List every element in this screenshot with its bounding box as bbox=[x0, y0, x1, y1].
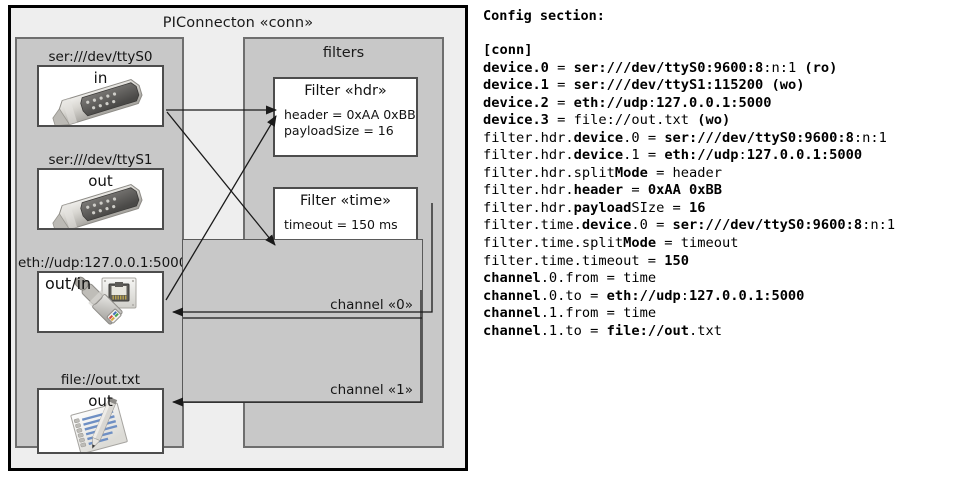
channel-box-0[interactable]: channel «0» bbox=[182, 239, 423, 318]
filter-hdr-prop-header: header = 0xAA 0xBB bbox=[284, 107, 416, 122]
device-ttyS1-direction: out bbox=[88, 172, 113, 190]
config-line: channel.0.to = eth://udp:127.0.0.1:5000 bbox=[483, 287, 805, 304]
config-line: filter.hdr.splitMode = header bbox=[483, 164, 722, 181]
config-line: filter.time.device.0 = ser:///dev/ttyS0:… bbox=[483, 217, 896, 234]
device-file-out-direction: out bbox=[88, 392, 113, 410]
filters-group: filters Filter «hdr» header = 0xAA 0xBB … bbox=[182, 37, 444, 448]
filter-time-properties: timeout = 150 ms bbox=[284, 217, 398, 233]
device-eth-udp[interactable]: eth://udp:127.0.0.1:5000 out/in bbox=[18, 255, 187, 333]
page-title: PIConnecton «conn» bbox=[162, 15, 314, 31]
config-line: filter.time.splitMode = timeout bbox=[483, 235, 739, 252]
connection-diagram: PIConnecton «conn» ser:///dev/ttyS0 in bbox=[0, 0, 474, 484]
device-ttyS0-label: ser:///dev/ttyS0 bbox=[48, 49, 153, 65]
channel-0-label: channel «0» bbox=[330, 297, 413, 313]
serial-db9-connector-icon bbox=[39, 170, 162, 228]
config-line: filter.hdr.payloadSIze = 16 bbox=[483, 199, 706, 216]
filter-hdr-prop-payloadsize: payloadSize = 16 bbox=[284, 123, 394, 138]
device-ttyS0[interactable]: ser:///dev/ttyS0 in bbox=[37, 49, 164, 127]
config-heading: Config section: bbox=[483, 8, 605, 24]
device-file-out-label: file://out.txt bbox=[60, 372, 141, 388]
filter-hdr-properties: header = 0xAA 0xBB payloadSize = 16 bbox=[284, 107, 416, 139]
device-ttyS1[interactable]: ser:///dev/ttyS1 out bbox=[37, 152, 164, 230]
device-eth-udp-label: eth://udp:127.0.0.1:5000 bbox=[18, 255, 188, 271]
filter-time-prop-timeout: timeout = 150 ms bbox=[284, 217, 398, 232]
text-file-pencil-icon bbox=[39, 390, 162, 452]
config-line: [conn] bbox=[483, 42, 533, 58]
config-section: Config section: [conn]device.0 = ser:///… bbox=[481, 0, 964, 484]
config-line: channel.1.to = file://out.txt bbox=[483, 322, 722, 339]
device-file-out[interactable]: file://out.txt out bbox=[37, 372, 164, 454]
config-line: device.3 = file://out.txt (wo) bbox=[483, 112, 731, 129]
config-line: device.2 = eth://udp:127.0.0.1:5000 bbox=[483, 94, 772, 111]
filter-card-hdr[interactable]: Filter «hdr» header = 0xAA 0xBB payloadS… bbox=[273, 77, 418, 157]
device-ttyS0-box[interactable]: in bbox=[37, 65, 164, 127]
device-file-out-box[interactable]: out bbox=[37, 388, 164, 454]
device-eth-udp-box[interactable]: out/in bbox=[37, 271, 164, 333]
filters-group-title: filters bbox=[322, 45, 365, 61]
devices-group: ser:///dev/ttyS0 in bbox=[15, 37, 187, 454]
device-ttyS1-box[interactable]: out bbox=[37, 168, 164, 230]
channel-box-1[interactable]: channel «1» bbox=[182, 318, 423, 403]
config-line: channel.1.from = time bbox=[483, 305, 657, 322]
config-text-block: [conn]device.0 = ser:///dev/ttyS0:9600:8… bbox=[483, 42, 895, 340]
config-line: channel.0.from = time bbox=[483, 270, 657, 287]
config-line: device.0 = ser:///dev/ttyS0:9600:8:n:1 (… bbox=[483, 59, 838, 76]
filter-hdr-title: Filter «hdr» bbox=[304, 83, 387, 99]
device-eth-udp-direction: out/in bbox=[45, 274, 92, 293]
config-line: filter.hdr.device.0 = ser:///dev/ttyS0:9… bbox=[483, 129, 887, 146]
device-ttyS0-direction: in bbox=[93, 69, 108, 87]
channel-1-label: channel «1» bbox=[330, 382, 413, 398]
config-line: filter.hdr.device.1 = eth://udp:127.0.0.… bbox=[483, 147, 863, 164]
config-line: filter.hdr.header = 0xAA 0xBB bbox=[483, 182, 723, 199]
config-line: device.1 = ser:///dev/ttyS1:115200 (wo) bbox=[483, 77, 805, 94]
filter-time-title: Filter «time» bbox=[299, 193, 392, 209]
ethernet-rj45-icon bbox=[39, 273, 162, 331]
config-line: filter.time.timeout = 150 bbox=[483, 252, 690, 269]
serial-db9-connector-icon bbox=[39, 67, 162, 125]
device-ttyS1-label: ser:///dev/ttyS1 bbox=[48, 152, 153, 168]
